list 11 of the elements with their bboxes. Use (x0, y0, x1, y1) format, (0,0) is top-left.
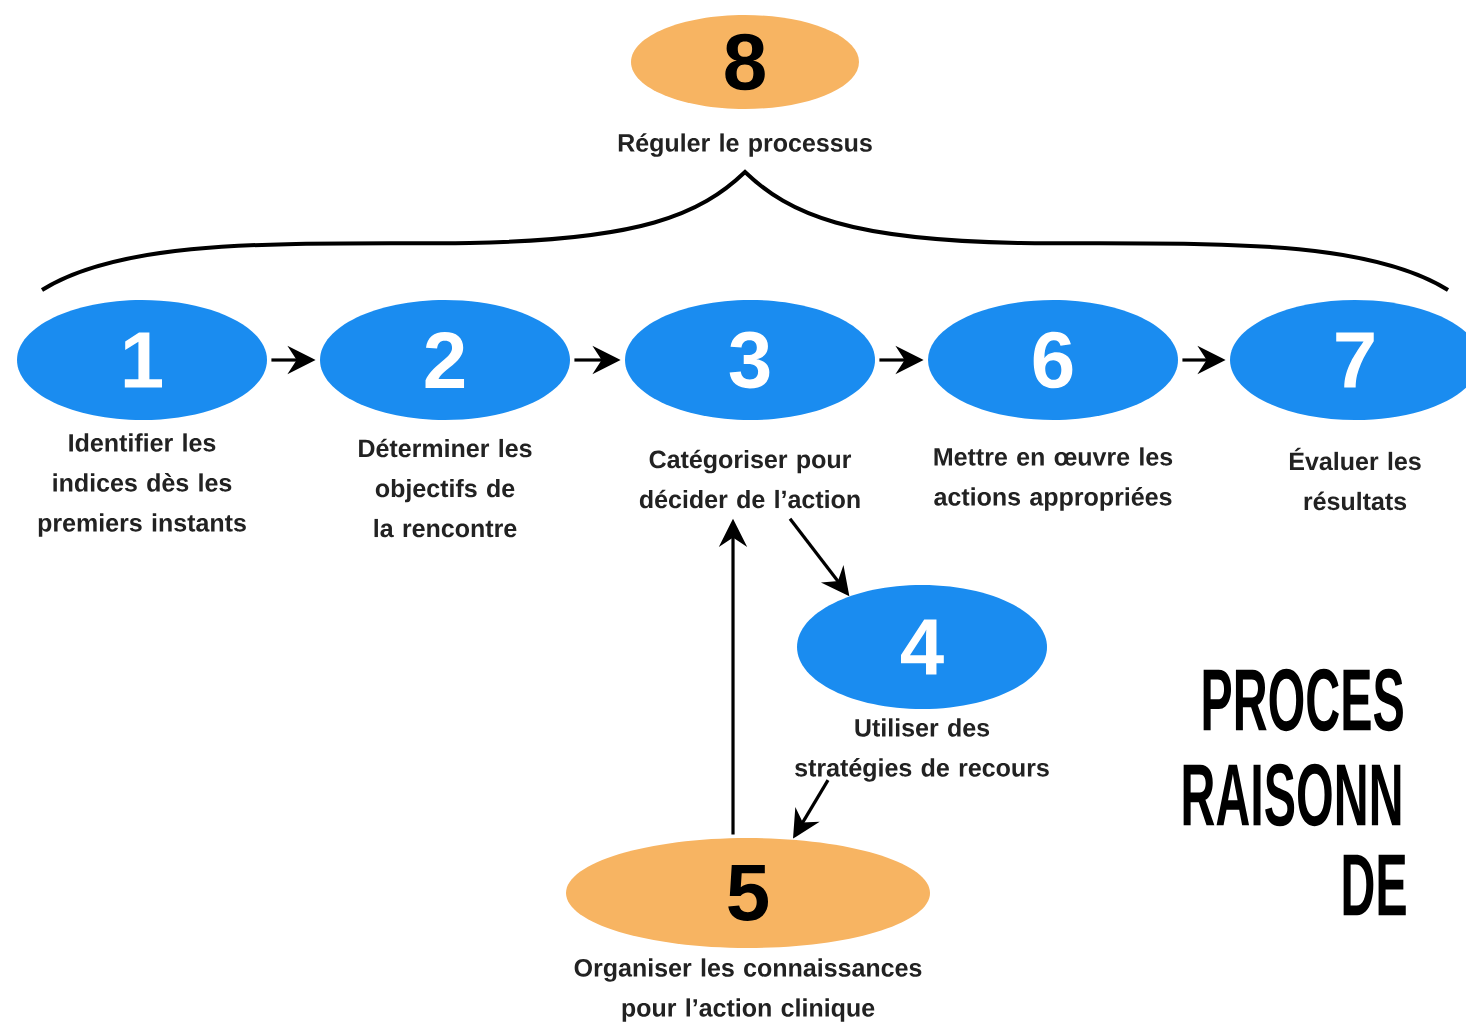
title-text: RAISONN (1183, 763, 1401, 827)
step-label: Déterminer les objectifs de la rencontre (359, 438, 532, 538)
step-label: Évaluer les résultats (1289, 447, 1421, 511)
step-label: Identifier les indices dès les premiers instants (38, 433, 246, 537)
step-label: Utiliser des stratégies de recours (795, 718, 1049, 782)
step-label: Organiser les connaissances pour l’action clinique (574, 958, 922, 1022)
title-text: DE (1343, 854, 1406, 916)
step-label: Réguler le processus (618, 133, 872, 157)
title-text: PROCES (1203, 668, 1403, 732)
step-label: Mettre en œuvre les actions appropriées (934, 447, 1173, 511)
step-label: Catégoriser pour décider de l’action (639, 449, 860, 509)
